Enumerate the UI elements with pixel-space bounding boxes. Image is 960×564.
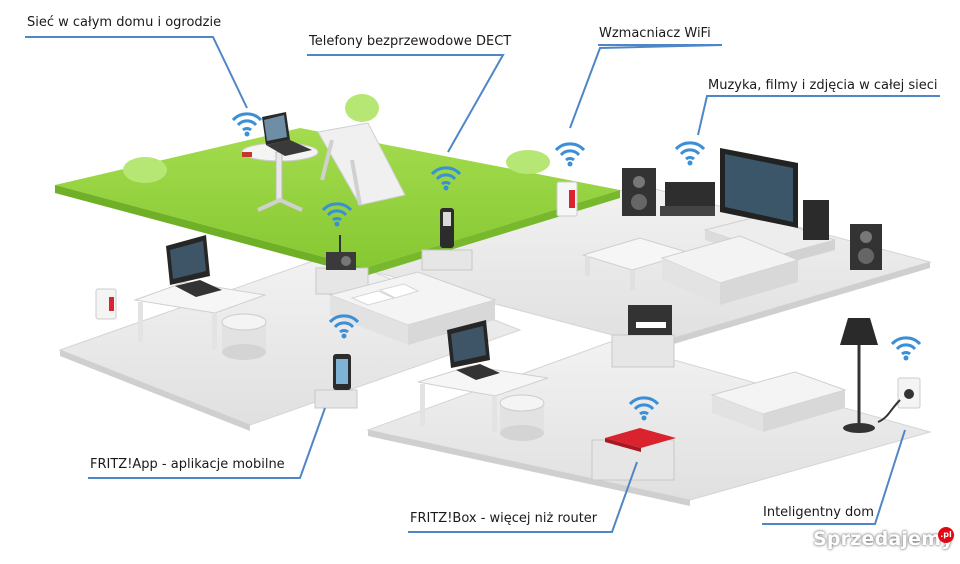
callout-fritz-box: FRITZ!Box - więcej niż router [410, 511, 598, 526]
floor-left-edge [60, 350, 250, 431]
media-box-icon [803, 200, 829, 240]
tv-icon [720, 148, 798, 228]
laptop-icon [262, 112, 312, 156]
leader-line-smart-home [762, 429, 906, 525]
watermark-badge: .pl [938, 527, 954, 543]
floor-right-edge [650, 262, 930, 351]
bush [345, 94, 379, 122]
garden-lawn [55, 128, 620, 268]
wifi-signal-icon [554, 142, 586, 168]
speaker-icon [850, 224, 882, 270]
wifi-signal-icon [890, 336, 922, 362]
callout-home-network: Sieć w całym domu i ogrodzie [27, 15, 222, 30]
wifi-repeater-icon [556, 181, 578, 217]
desk-bottom [417, 365, 549, 432]
leader-line-media [697, 95, 940, 136]
desk-left [133, 281, 267, 349]
garden-phone-icon [242, 152, 252, 157]
floor-lamp-icon [840, 318, 878, 433]
leader-line-repeater [569, 44, 723, 129]
leader-line-fritz-app [88, 407, 326, 479]
bush [123, 157, 167, 183]
leader-line-dect [307, 54, 505, 153]
sofa-icon [660, 235, 800, 305]
garden-lawn-edge [55, 185, 365, 276]
speaker-icon [622, 168, 656, 216]
watermark-logo: Sprzedajemy [813, 528, 954, 550]
stool-icon [499, 394, 545, 441]
leader-line-fritz-box [408, 461, 638, 533]
callout-dect-phones: Telefony bezprzewodowe DECT [309, 34, 512, 49]
dect-radio-icon [315, 235, 369, 295]
callout-media: Muzyka, filmy i zdjęcia w całej sieci [708, 78, 938, 93]
smart-plug-icon [877, 377, 921, 423]
fritzbox-router-icon [591, 428, 676, 481]
hifi-receiver-icon [665, 182, 715, 206]
leader-line-home-network [25, 36, 248, 109]
wifi-signal-icon [231, 112, 263, 138]
floor-bottom-edge [368, 430, 690, 506]
callout-fritz-app: FRITZ!App - aplikacje mobilne [90, 457, 285, 472]
powerline-adapter-icon [95, 288, 117, 320]
bed-icon [710, 371, 847, 432]
monitor-icon [447, 320, 500, 380]
printer-icon [611, 305, 675, 368]
bed-icon [328, 271, 497, 345]
stool-icon [221, 313, 267, 360]
deck-chair-icon [317, 122, 406, 206]
monitor-icon [166, 235, 222, 297]
dect-phone-icon [421, 208, 473, 271]
callout-wifi-repeater: Wzmacniacz WiFi [599, 26, 711, 41]
callout-smart-home: Inteligentny dom [763, 505, 874, 520]
hifi-player-icon [660, 206, 715, 216]
smartphone-icon [314, 354, 358, 409]
bush [506, 150, 550, 174]
wifi-signal-icon [674, 141, 706, 167]
